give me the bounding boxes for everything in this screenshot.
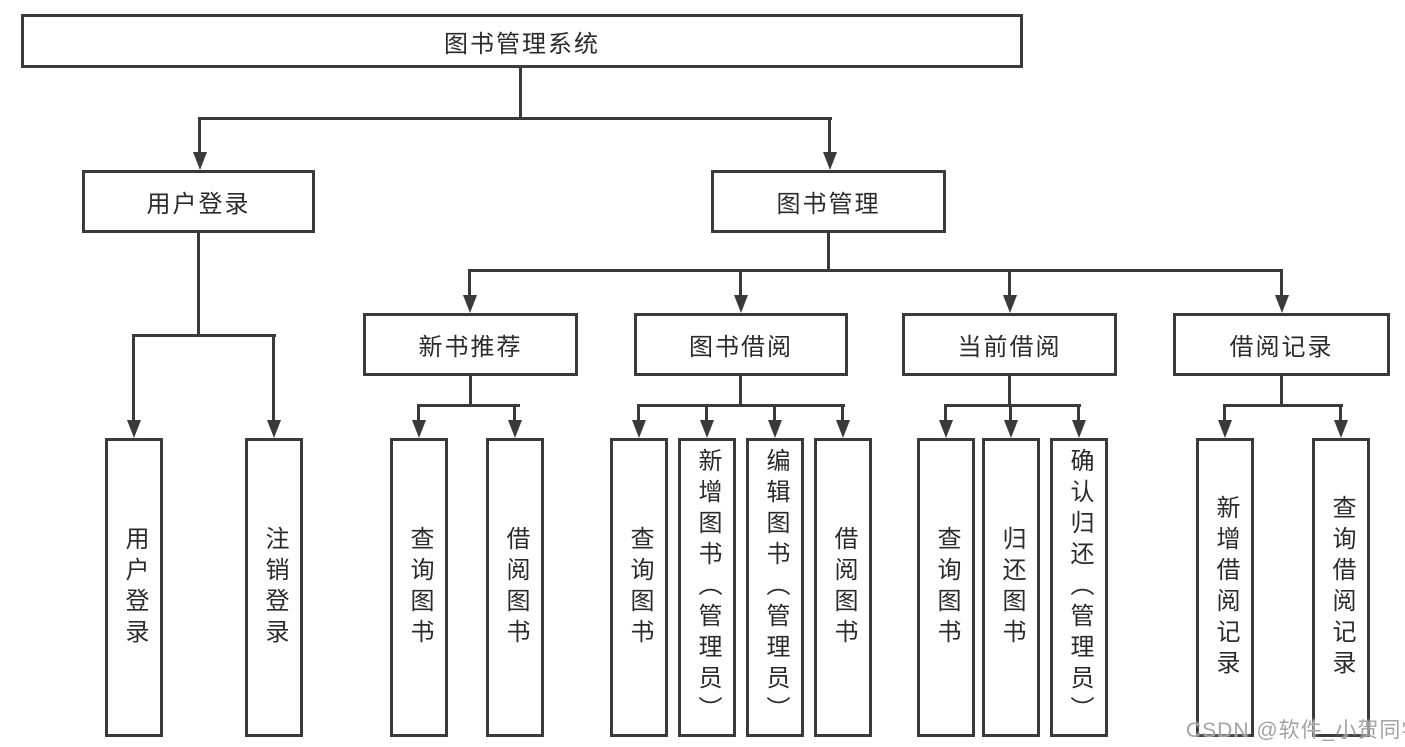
arrow-down-icon — [127, 420, 141, 438]
connector-line — [513, 404, 516, 424]
arrow-down-icon — [823, 152, 837, 170]
leaf-add-borrow-record: 新增借阅记录 — [1196, 438, 1254, 737]
connector-line — [468, 269, 1283, 272]
connector-line — [773, 404, 776, 424]
connector-line — [1223, 404, 1226, 424]
arrow-down-icon — [267, 420, 281, 438]
connector-line — [469, 376, 472, 407]
leaf-edit-books-admin: 编辑图书（管理员） — [746, 438, 804, 737]
leaf-borrow-books: 借阅图书 — [814, 438, 872, 737]
connector-line — [198, 117, 832, 120]
arrow-down-icon — [508, 420, 522, 438]
connector-line — [1077, 404, 1080, 424]
connector-line — [1008, 269, 1011, 297]
connector-line — [739, 269, 742, 297]
arrow-down-icon — [1004, 420, 1018, 438]
leaf-logout: 注销登录 — [245, 438, 303, 737]
leaf-confirm-return-admin: 确认归还（管理员） — [1050, 438, 1108, 737]
leaf-return-books: 归还图书 — [982, 438, 1040, 737]
connector-line — [841, 404, 844, 424]
arrow-down-icon — [836, 420, 850, 438]
connector-line — [1339, 404, 1342, 424]
arrow-down-icon — [768, 420, 782, 438]
node-root-library-system: 图书管理系统 — [21, 14, 1023, 68]
arrow-down-icon — [1003, 295, 1017, 313]
arrow-down-icon — [1072, 420, 1086, 438]
node-book-management: 图书管理 — [711, 170, 946, 233]
arrow-down-icon — [412, 420, 426, 438]
leaf-user-login: 用户登录 — [105, 438, 163, 737]
connector-line — [1280, 376, 1283, 407]
arrow-down-icon — [939, 420, 953, 438]
arrow-down-icon — [463, 295, 477, 313]
connector-line — [197, 233, 200, 336]
arrow-down-icon — [734, 295, 748, 313]
arrow-down-icon — [632, 420, 646, 438]
connector-line — [468, 269, 471, 297]
arrow-down-icon — [193, 152, 207, 170]
connector-line — [1280, 269, 1283, 297]
leaf-query-books-borrow: 查询图书 — [610, 438, 668, 737]
connector-line — [417, 404, 520, 407]
leaf-query-books-recommend: 查询图书 — [390, 438, 448, 737]
arrow-down-icon — [1218, 420, 1232, 438]
leaf-query-borrow-record: 查询借阅记录 — [1312, 438, 1370, 737]
arrow-down-icon — [1334, 420, 1348, 438]
connector-line — [272, 334, 275, 422]
connector-line — [519, 68, 522, 120]
connector-line — [637, 404, 845, 407]
node-current-borrow: 当前借阅 — [902, 313, 1117, 376]
connector-line — [827, 232, 830, 272]
connector-line — [1008, 376, 1011, 407]
connector-line — [637, 404, 640, 424]
connector-line — [198, 117, 201, 154]
connector-line — [132, 334, 276, 337]
connector-line — [739, 376, 742, 407]
connector-line — [705, 404, 708, 424]
node-user-login: 用户登录 — [82, 170, 315, 233]
connector-line — [944, 404, 947, 424]
connector-line — [828, 117, 831, 154]
node-borrow-records: 借阅记录 — [1173, 313, 1390, 376]
leaf-add-books-admin: 新增图书（管理员） — [678, 438, 736, 737]
node-book-borrow: 图书借阅 — [634, 313, 848, 376]
arrow-down-icon — [1275, 295, 1289, 313]
connector-line — [417, 404, 420, 424]
connector-line — [1223, 404, 1343, 407]
connector-line — [132, 334, 135, 422]
leaf-query-books-current: 查询图书 — [917, 438, 975, 737]
csdn-watermark: CSDN @软件_小贺同学 — [1186, 719, 1405, 742]
connector-line — [944, 404, 1081, 407]
node-new-book-recommend: 新书推荐 — [363, 313, 578, 376]
connector-line — [1009, 404, 1012, 424]
arrow-down-icon — [700, 420, 714, 438]
leaf-borrow-books-recommend: 借阅图书 — [486, 438, 544, 737]
